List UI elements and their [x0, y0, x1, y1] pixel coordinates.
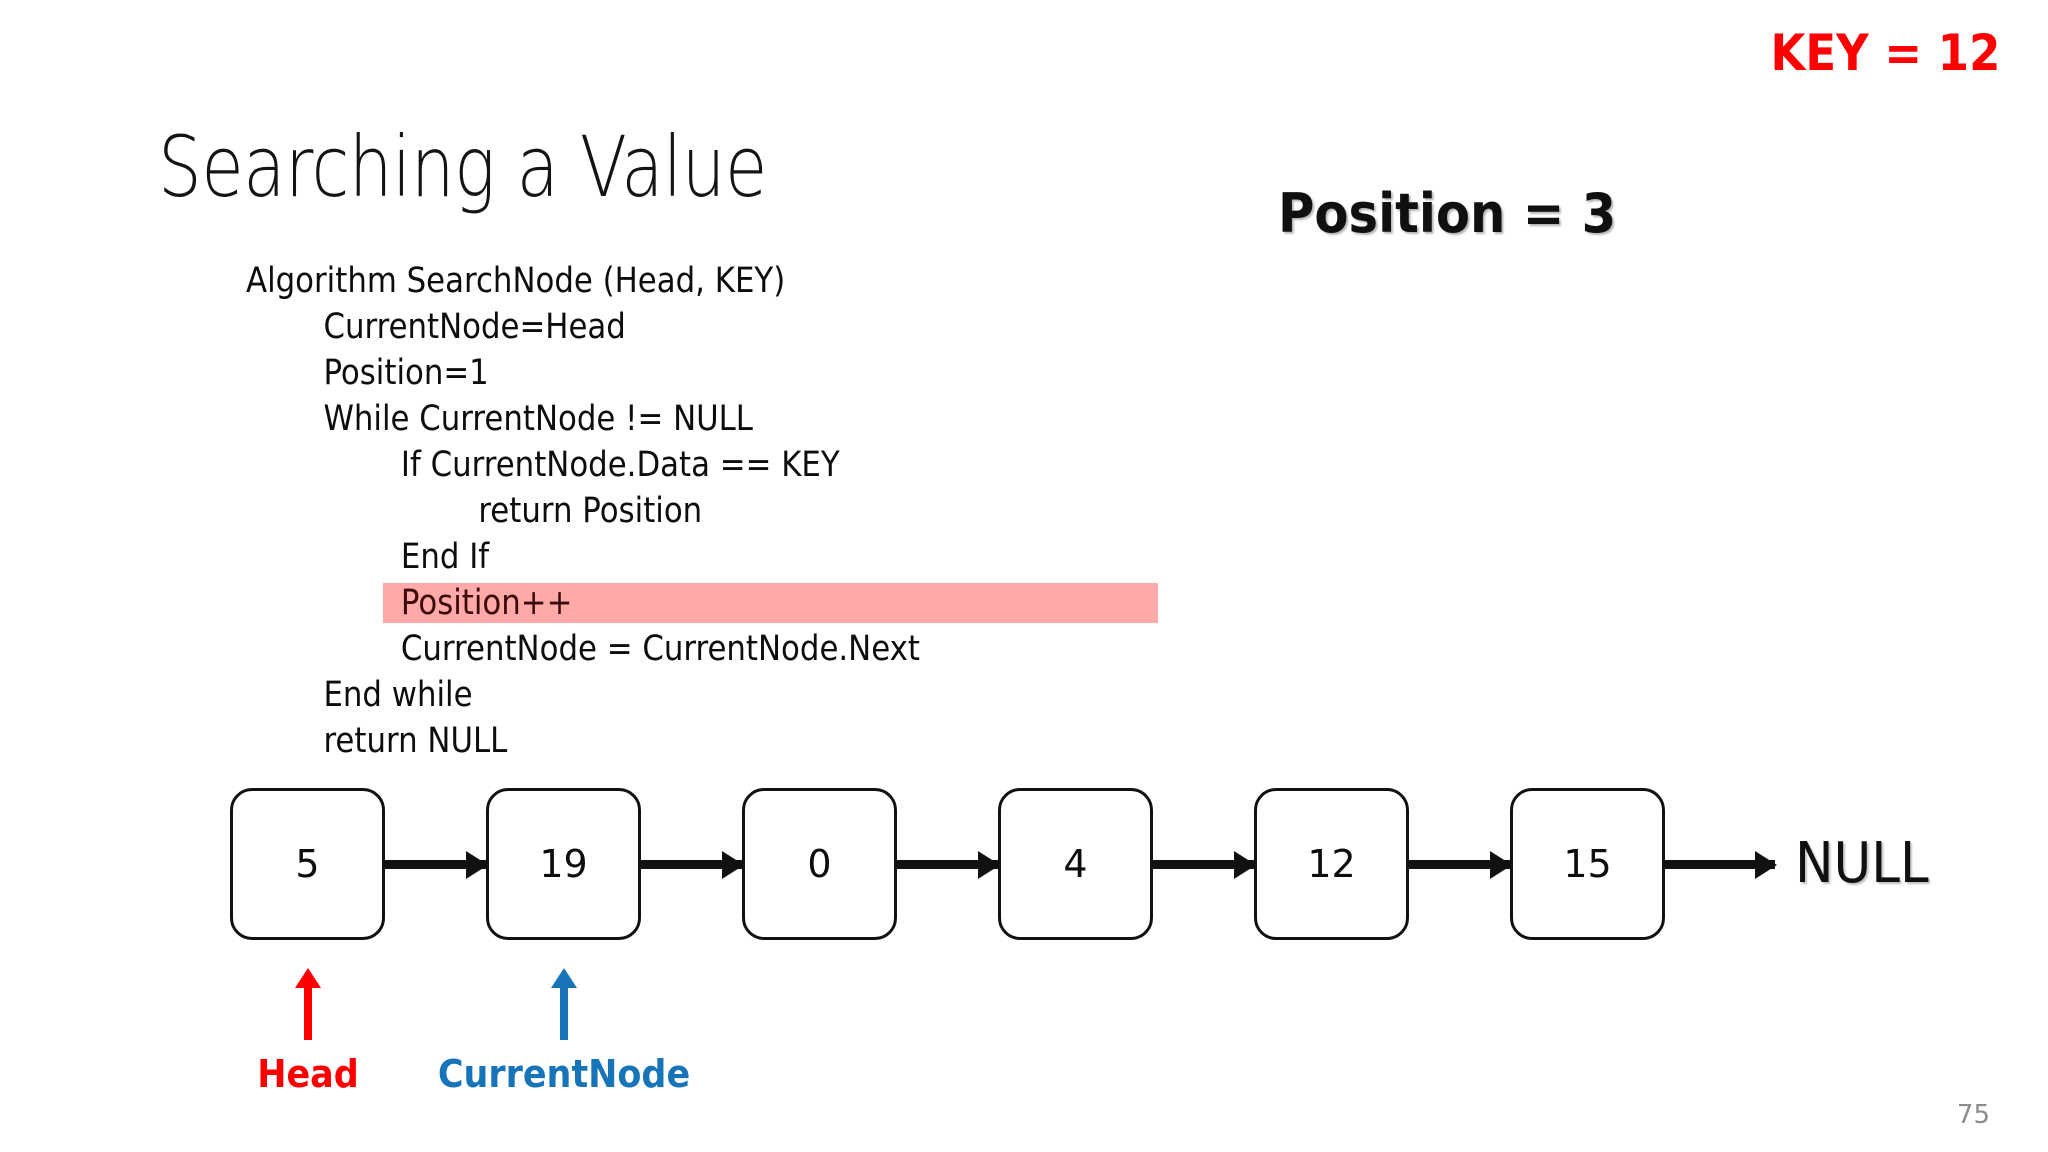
pointer-label-currentnode: CurrentNode	[437, 1052, 690, 1096]
code-line-highlighted: Position++	[400, 583, 573, 623]
code-line: If CurrentNode.Data == KEY	[400, 445, 840, 485]
pointer-label-head: Head	[256, 1052, 359, 1096]
page-number: 75	[1956, 1100, 1990, 1130]
arrow-shaft	[559, 984, 568, 1040]
arrowhead-icon	[550, 968, 577, 988]
next-pointer-arrow	[385, 860, 486, 869]
list-node-value: 12	[1307, 842, 1356, 886]
position-callout: Position = 3	[1278, 182, 1617, 245]
code-line: CurrentNode=Head	[323, 307, 626, 347]
code-line: return Position	[478, 491, 703, 531]
null-terminator-label: NULL	[1795, 831, 1929, 896]
page-title: Searching a Value	[158, 118, 767, 216]
list-node: 15	[1510, 788, 1665, 940]
next-pointer-arrow	[1409, 860, 1510, 869]
next-pointer-arrow	[1153, 860, 1254, 869]
list-node: 5	[230, 788, 385, 940]
list-node-value: 15	[1563, 842, 1612, 886]
code-line: End If	[400, 537, 490, 577]
list-node-value: 19	[539, 842, 588, 886]
code-line: While CurrentNode != NULL	[323, 399, 753, 439]
code-highlight-bar	[383, 583, 1158, 623]
list-node: 19	[486, 788, 641, 940]
next-pointer-arrow	[641, 860, 742, 869]
algorithm-block: Algorithm SearchNode (Head, KEY) CurrentN…	[246, 258, 1246, 764]
pointer-arrow-currentnode	[550, 968, 577, 1040]
code-line: End while	[323, 675, 473, 715]
list-node-value: 4	[1063, 842, 1088, 886]
null-pointer-arrow	[1665, 860, 1775, 869]
key-callout: KEY = 12	[1770, 24, 2000, 82]
pointer-arrow-head	[294, 968, 321, 1040]
list-node: 12	[1254, 788, 1409, 940]
arrow-shaft	[303, 984, 312, 1040]
code-line: return NULL	[323, 721, 508, 761]
list-node-value: 0	[807, 842, 832, 886]
arrowhead-icon	[294, 968, 321, 988]
code-line: Position=1	[323, 353, 489, 393]
next-pointer-arrow	[897, 860, 998, 869]
list-node-value: 5	[295, 842, 320, 886]
code-line: CurrentNode = CurrentNode.Next	[400, 629, 920, 669]
code-line: Algorithm SearchNode (Head, KEY)	[246, 261, 786, 301]
list-node: 0	[742, 788, 897, 940]
list-node: 4	[998, 788, 1153, 940]
